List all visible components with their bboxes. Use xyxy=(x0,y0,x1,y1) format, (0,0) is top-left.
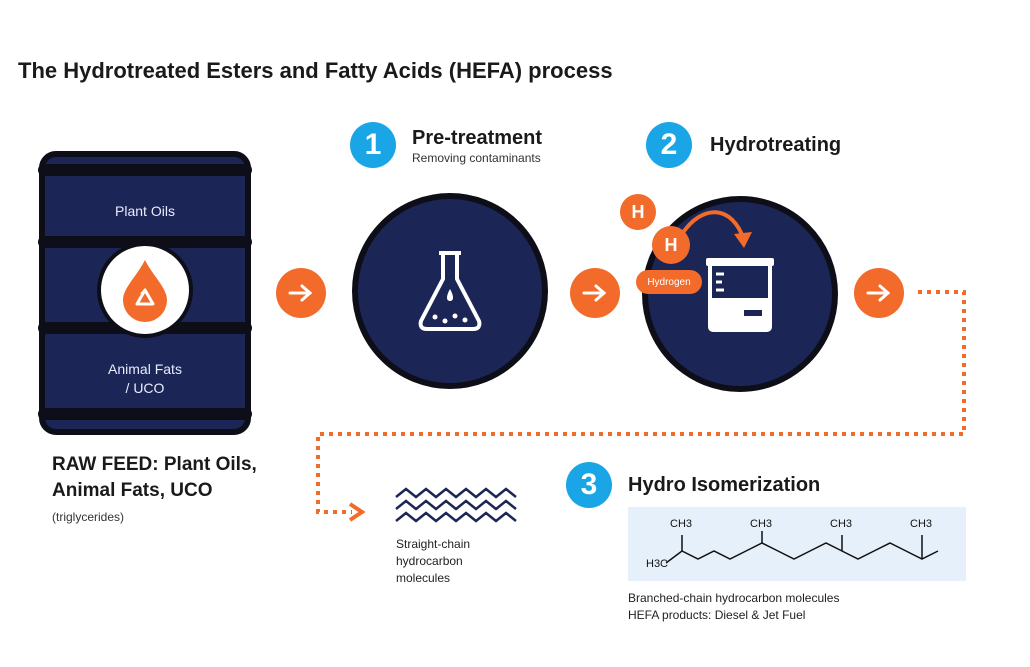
arrow-right-icon xyxy=(582,284,607,302)
straight-chain-line3: molecules xyxy=(396,571,451,585)
straight-chain-line2: hydrocarbon xyxy=(396,554,463,568)
step1-subtitle: Removing contaminants xyxy=(412,151,541,165)
h3c-label: H3C xyxy=(646,558,669,570)
branched-caption-line1: Branched-chain hydrocarbon molecules xyxy=(628,591,840,605)
ch3-label-1: CH3 xyxy=(670,518,693,530)
raw-feed-subtitle: (triglycerides) xyxy=(52,510,125,524)
ch3-label-2: CH3 xyxy=(750,518,773,530)
hydrogen-curve-arrow xyxy=(680,210,752,248)
straight-chain-line1: Straight-chain xyxy=(396,537,471,551)
barrel-top-label: Plant Oils xyxy=(115,203,175,219)
hydrogen-label: Hydrogen xyxy=(636,270,702,294)
ch3-label-3: CH3 xyxy=(830,518,853,530)
oil-drop-recycle-icon xyxy=(123,260,167,322)
hydrogen-atom-1: H xyxy=(620,194,656,230)
flow-arrow-1 xyxy=(276,268,326,318)
straight-chain-label: Straight-chain hydrocarbon molecules xyxy=(396,536,470,587)
branched-chain-structure xyxy=(665,531,939,564)
step1-title: Pre-treatment xyxy=(412,127,543,149)
ch3-label-4: CH3 xyxy=(910,518,933,530)
page-title: The Hydrotreated Esters and Fatty Acids … xyxy=(18,58,613,83)
step2-badge: 2 xyxy=(646,122,692,168)
arrow-right-icon xyxy=(288,284,313,302)
branched-molecule-box xyxy=(628,507,966,581)
barrel-bottom-label-line2: / UCO xyxy=(125,380,165,396)
step3-badge: 3 xyxy=(566,462,612,508)
barrel-bottom-label-line1: Animal Fats xyxy=(108,361,182,377)
hydrogen-atom-2: H xyxy=(652,226,690,264)
raw-feed-title: RAW FEED: Plant Oils, Animal Fats, UCO xyxy=(52,452,257,504)
step2-title: Hydrotreating xyxy=(710,134,842,156)
flow-arrow-2 xyxy=(570,268,620,318)
step3-title: Hydro Isomerization xyxy=(628,474,821,496)
branched-caption: Branched-chain hydrocarbon molecules HEF… xyxy=(628,590,839,624)
branched-caption-line2: HEFA products: Diesel & Jet Fuel xyxy=(628,608,806,622)
straight-chain-zigzag xyxy=(395,487,517,523)
barrel-emblem xyxy=(97,242,193,338)
raw-feed-line2: Animal Fats, UCO xyxy=(52,480,213,501)
flow-arrow-3 xyxy=(854,268,904,318)
barrel-bottom-label: Animal Fats / UCO xyxy=(38,360,252,398)
raw-feed-line1: RAW FEED: Plant Oils, xyxy=(52,454,257,475)
reactor-tank-icon xyxy=(706,258,774,332)
flask-icon xyxy=(418,251,482,331)
arrow-right-icon xyxy=(866,284,891,302)
pretreatment-circle xyxy=(352,193,548,389)
step1-badge: 1 xyxy=(350,122,396,168)
